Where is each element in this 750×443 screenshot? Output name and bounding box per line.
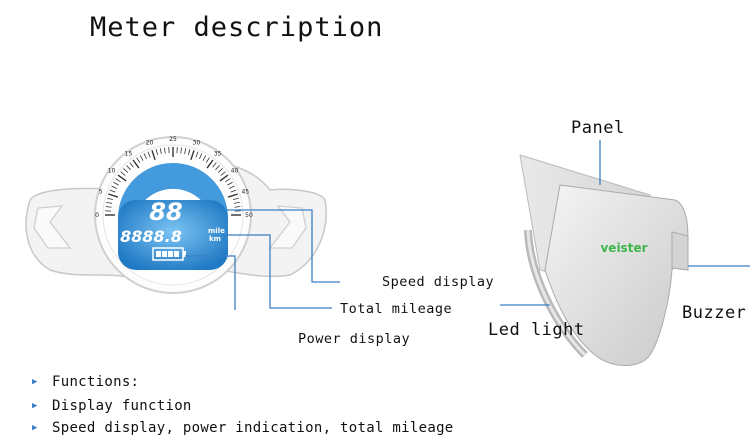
buzzer-bump xyxy=(671,231,689,271)
gauge-tick xyxy=(190,150,195,161)
gauge-tick xyxy=(234,206,241,208)
gauge-tick xyxy=(143,153,147,160)
bullet-arrow-icon: ▶ xyxy=(32,423,38,433)
gauge-tick xyxy=(117,174,127,182)
gauge-tick xyxy=(228,185,235,189)
meter-side-illustration: veister xyxy=(500,140,750,366)
gauge-tick xyxy=(220,171,226,176)
battery-icon xyxy=(152,247,186,261)
mileage-callout-line xyxy=(222,234,332,309)
gauge-tick xyxy=(123,168,129,173)
gauge-tick xyxy=(227,181,233,186)
brand-label: veister xyxy=(600,241,647,255)
unit-mile: mile xyxy=(208,227,225,235)
gauge-tick xyxy=(205,157,210,163)
list-item: ▶Speed display, power indication, total … xyxy=(32,420,454,436)
left-indicator-shape xyxy=(33,205,72,249)
gauge-tick xyxy=(159,148,162,155)
unit-km: km xyxy=(209,235,221,243)
gauge-scale-label: 45 xyxy=(241,189,249,196)
led-light-label: Led light xyxy=(488,320,585,340)
speed-callout-line xyxy=(225,209,340,283)
gauge-tick xyxy=(217,168,223,173)
meter-front-illustration: 0 5 10 15 20 25 30 35 40 45 50 88 8888.8 mile km xyxy=(25,136,340,310)
gauge-tick xyxy=(115,178,121,183)
gauge-tick xyxy=(215,165,220,171)
power-callout-line xyxy=(185,255,236,310)
gauge-tick xyxy=(212,162,217,168)
gauge-tick xyxy=(106,201,113,204)
gauge-tick xyxy=(233,201,240,204)
gauge-tick xyxy=(219,174,229,182)
gauge-tick xyxy=(195,151,199,158)
gauge-tick xyxy=(184,148,187,155)
gauge-tick xyxy=(109,189,116,193)
gauge-tick xyxy=(206,159,214,169)
gauge-tick xyxy=(139,155,144,161)
gauge-ticks: 0 5 10 15 20 25 30 35 40 45 50 xyxy=(95,136,253,219)
gauge-tick xyxy=(202,155,207,161)
gauge-tick xyxy=(151,150,156,161)
gauge-tick xyxy=(132,159,140,169)
gauge-tick xyxy=(227,193,238,198)
gauge-scale-label: 20 xyxy=(146,140,154,147)
gauge-scale-label: 50 xyxy=(245,212,253,219)
speed-display-label: Speed display xyxy=(382,274,495,290)
gauge-scale-label: 5 xyxy=(99,189,103,196)
gauge-tick xyxy=(129,162,134,168)
total-mileage-label: Total mileage xyxy=(340,301,453,317)
gauge-tick xyxy=(147,151,151,158)
gauge-tick xyxy=(155,149,158,156)
gauge-tick xyxy=(180,147,182,154)
panel-label: Panel xyxy=(571,118,625,138)
gauge-tick xyxy=(136,157,141,163)
gauge-scale-label: 0 xyxy=(95,212,99,219)
gauge-tick xyxy=(107,197,114,200)
page-title: Meter description xyxy=(90,12,384,43)
gauge-tick xyxy=(105,206,112,208)
gauge-tick xyxy=(225,178,231,183)
list-item: ▶Display function xyxy=(32,398,192,414)
gauge-scale-label: 30 xyxy=(193,140,201,147)
gauge-tick xyxy=(199,153,203,160)
gauge-tick xyxy=(230,189,237,193)
lcd-screen xyxy=(118,200,228,270)
bullet-arrow-icon: ▶ xyxy=(32,401,38,411)
gauge-scale-label: 40 xyxy=(231,167,239,174)
gauge-tick xyxy=(113,181,119,186)
buzzer-label: Buzzer xyxy=(682,303,747,323)
gauge-scale-label: 35 xyxy=(214,151,222,158)
speed-digits: 88 xyxy=(149,198,182,226)
power-display-label: Power display xyxy=(298,331,411,347)
gauge-tick xyxy=(232,197,239,200)
gauge-tick xyxy=(126,165,131,171)
bullet-arrow-icon: ▶ xyxy=(32,377,38,387)
gauge-tick xyxy=(111,185,118,189)
gauge-scale-label: 10 xyxy=(108,167,116,174)
gauge-tick xyxy=(108,193,119,198)
odometer-digits: 8888.8 xyxy=(120,227,182,246)
gauge-tick xyxy=(164,147,166,154)
gauge-tick xyxy=(120,171,126,176)
gauge-scale-label: 15 xyxy=(125,151,133,158)
lcd-arc xyxy=(118,163,228,220)
gauge-tick xyxy=(188,149,191,156)
list-item: ▶Functions: xyxy=(32,374,140,390)
gauge-scale-label: 25 xyxy=(169,136,177,143)
